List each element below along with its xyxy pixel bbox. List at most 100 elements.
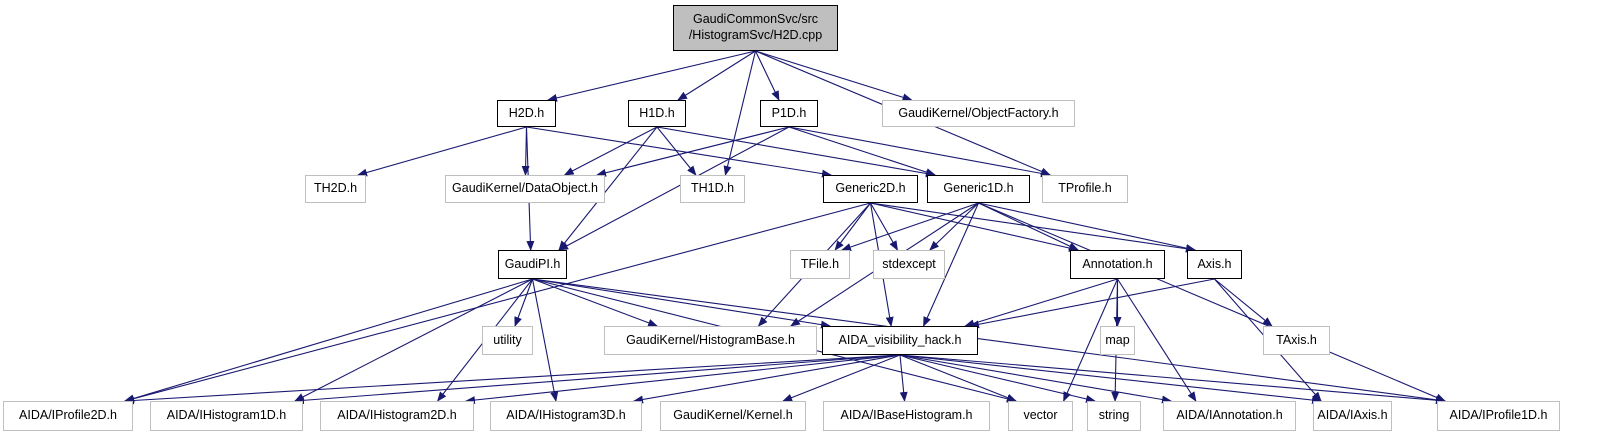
edge-root-to-h1d <box>677 50 756 101</box>
node-label: map <box>1105 332 1130 347</box>
node-label: GaudiKernel/Kernel.h <box>673 408 793 423</box>
edge-h1d-to-gaudipi <box>558 126 658 251</box>
edge-h1d-to-th1d <box>656 126 697 176</box>
node-tfile: TFile.h <box>790 250 850 279</box>
edge-aidavis-to-iannot <box>899 354 1172 404</box>
node-label: AIDA/IHistogram1D.h <box>166 408 287 423</box>
node-tprof: TProfile.h <box>1042 175 1128 203</box>
node-root[interactable]: GaudiCommonSvc/src/HistogramSvc/H2D.cpp <box>673 5 838 51</box>
edge-annot-to-aidavis <box>964 278 1118 328</box>
node-label: GaudiKernel/HistogramBase.h <box>626 332 795 347</box>
edge-gaudipi-to-ih3d <box>531 278 559 402</box>
node-map: map <box>1100 326 1135 355</box>
node-utility: utility <box>482 326 533 355</box>
edge-aidavis-to-ibasehist <box>899 354 908 402</box>
edge-p1d-to-tprof <box>788 126 1051 178</box>
edge-axis-to-taxis <box>1214 278 1273 327</box>
edge-gen1d-to-iprof1d <box>978 202 1446 402</box>
edge-aidavis-to-iprof2d <box>124 354 901 405</box>
node-annot[interactable]: Annotation.h <box>1070 250 1165 279</box>
node-label: string <box>1098 408 1130 423</box>
node-label: AIDA/IBaseHistogram.h <box>840 408 973 423</box>
node-histbase: GaudiKernel/HistogramBase.h <box>604 326 817 355</box>
node-iprof1d: AIDA/IProfile1D.h <box>1437 401 1560 431</box>
node-iannot: AIDA/IAnnotation.h <box>1163 401 1296 431</box>
edge-aidavis-to-ih2d <box>465 354 901 405</box>
node-label: TAxis.h <box>1276 332 1317 347</box>
node-label: TH2D.h <box>313 181 358 196</box>
edge-h1d-to-gen1d <box>656 126 936 178</box>
edge-gen1d-to-annot <box>978 202 1079 251</box>
node-label: GaudiKernel/DataObject.h <box>452 181 598 196</box>
node-gaudipi[interactable]: GaudiPI.h <box>498 250 567 279</box>
edge-h1d-to-dataobj <box>563 126 658 176</box>
edge-gen1d-to-axis <box>978 202 1196 252</box>
edge-aidavis-to-iprof1d <box>899 354 1446 405</box>
node-label: GaudiCommonSvc/src/HistogramSvc/H2D.cpp <box>688 12 823 42</box>
node-label: AIDA/IAnnotation.h <box>1176 408 1283 423</box>
node-label: utility <box>493 332 522 347</box>
edge-gaudipi-to-histbase <box>532 278 659 327</box>
node-aidavis[interactable]: AIDA_visibility_hack.h <box>822 326 978 355</box>
edge-aidavis-to-string <box>899 354 1096 403</box>
edge-p1d-to-gen1d <box>788 126 936 176</box>
node-string: string <box>1087 401 1141 431</box>
edge-aidavis-to-vector <box>899 354 1017 402</box>
edge-h2d-to-th2d <box>357 126 527 177</box>
node-label: GaudiKernel/ObjectFactory.h <box>898 105 1059 120</box>
node-ih3d: AIDA/IHistogram3D.h <box>490 401 642 431</box>
node-gen2d[interactable]: Generic2D.h <box>823 175 918 203</box>
node-kernel: GaudiKernel/Kernel.h <box>660 401 806 431</box>
node-th2d: TH2D.h <box>305 175 366 203</box>
edge-root-to-p1d <box>755 50 780 101</box>
edge-aidavis-to-kernel <box>782 354 901 402</box>
node-label: AIDA/IProfile1D.h <box>1449 408 1548 423</box>
edge-gen2d-to-iprof2d <box>124 202 871 403</box>
edge-p1d-to-dataobj <box>596 126 790 177</box>
node-label: H2D.h <box>508 105 545 120</box>
node-iprof2d: AIDA/IProfile2D.h <box>3 401 133 431</box>
node-label: H1D.h <box>639 105 675 120</box>
edge-gen2d-to-tfile <box>834 202 871 251</box>
edge-gen1d-to-stdexc <box>929 202 979 251</box>
node-label: TH1D.h <box>690 181 735 196</box>
node-ibasehist: AIDA/IBaseHistogram.h <box>823 401 990 431</box>
node-label: AIDA/IHistogram3D.h <box>506 408 626 423</box>
node-vector: vector <box>1008 401 1073 431</box>
edge-gen1d-to-aidavis <box>923 202 980 327</box>
edge-h2d-to-gen2d <box>526 126 832 178</box>
node-label: TProfile.h <box>1058 181 1112 196</box>
edge-gen2d-to-annot <box>870 202 1079 252</box>
node-stdexc: stdexcept <box>873 250 945 279</box>
node-objfac: GaudiKernel/ObjectFactory.h <box>882 100 1075 127</box>
node-h2d[interactable]: H2D.h <box>497 100 556 127</box>
node-p1d[interactable]: P1D.h <box>760 100 818 127</box>
edge-root-to-h2d <box>547 50 756 102</box>
edge-root-to-th1d <box>723 50 757 176</box>
node-iaxis: AIDA/IAxis.h <box>1313 401 1392 431</box>
node-dataobj: GaudiKernel/DataObject.h <box>445 175 605 203</box>
node-th1d: TH1D.h <box>680 175 745 203</box>
node-label: Generic1D.h <box>943 181 1014 196</box>
node-label: AIDA/IProfile2D.h <box>19 408 117 423</box>
edge-gen1d-to-tfile <box>841 202 979 251</box>
edge-root-to-objfac <box>755 50 913 102</box>
edge-gen2d-to-stdexc <box>870 202 898 251</box>
edge-annot-to-iannot <box>1117 278 1197 402</box>
edge-aidavis-to-ih3d <box>633 354 901 404</box>
node-label: stdexcept <box>882 256 936 271</box>
edge-gaudipi-to-ih1d <box>294 278 533 402</box>
edge-aidavis-to-iaxis <box>899 354 1322 404</box>
node-gen1d[interactable]: Generic1D.h <box>927 175 1030 203</box>
edge-gaudipi-to-aidavis <box>532 278 831 329</box>
node-label: GaudiPI.h <box>504 256 561 271</box>
node-label: AIDA/IAxis.h <box>1317 408 1388 423</box>
node-label: P1D.h <box>771 105 807 120</box>
edge-p1d-to-gaudipi <box>558 126 790 251</box>
node-h1d[interactable]: H1D.h <box>628 100 686 127</box>
edge-gaudipi-to-iprof2d <box>124 278 533 403</box>
node-axis[interactable]: Axis.h <box>1187 250 1242 279</box>
node-label: Axis.h <box>1197 256 1232 271</box>
node-taxis: TAxis.h <box>1263 326 1330 355</box>
